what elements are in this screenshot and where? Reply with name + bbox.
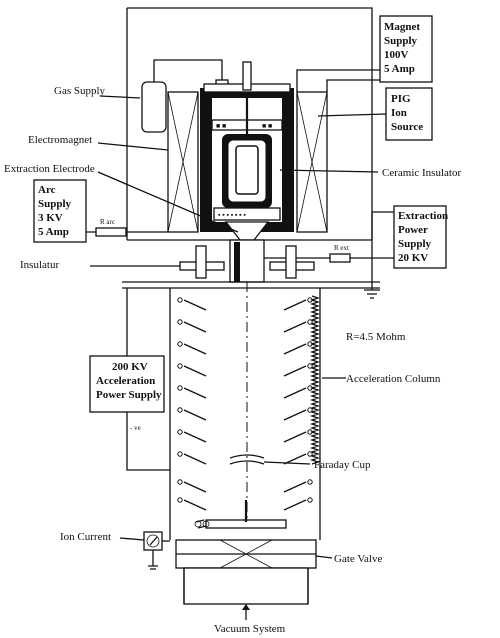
- magnet-supply-line3: 100V: [384, 49, 409, 61]
- ext-line3: Supply: [398, 238, 432, 250]
- extraction-supply-box: [393, 205, 447, 269]
- electrode-contact: [307, 319, 313, 325]
- magnet-supply-line4: 5 Amp: [384, 63, 415, 75]
- gate-valve-leader: [315, 555, 333, 559]
- column-electrode: [183, 343, 307, 355]
- pig-line2: Ion: [391, 107, 407, 119]
- electrode-contact: [177, 451, 183, 457]
- gas-feedthrough: [242, 61, 252, 91]
- column-electrode: [183, 499, 307, 511]
- column-electrode: [183, 453, 307, 465]
- gas-line: [153, 59, 223, 86]
- electrode-contact: [177, 363, 183, 369]
- svg-text:▪ ▪ ▪ ▪ ▪ ▪ ▪: ▪ ▪ ▪ ▪ ▪ ▪ ▪: [218, 211, 246, 219]
- arc-line2: Supply: [38, 198, 72, 210]
- column-electrode: [183, 299, 307, 311]
- electrode-contact: [177, 297, 183, 303]
- minus-ve-label: - ve: [130, 424, 141, 432]
- ext-line4: 20 KV: [398, 252, 428, 264]
- extraction-electrode-leader: [97, 171, 239, 233]
- column-electrode: [183, 387, 307, 399]
- acc-column-label: Acceleration Column: [346, 373, 441, 385]
- electrode-contact: [177, 429, 183, 435]
- ion-current-label: Ion Current: [60, 531, 111, 543]
- r-arc-resistor: [95, 227, 127, 237]
- electrode-contact: [177, 341, 183, 347]
- ceramic-leader: [279, 169, 379, 173]
- pig-line1: PIG: [391, 93, 411, 105]
- extraction-wires: [262, 211, 394, 290]
- magnet-supply-wires: [296, 69, 380, 92]
- meter-ground: [148, 550, 158, 570]
- electrode-contact: [307, 363, 313, 369]
- electrode-contact: [177, 385, 183, 391]
- column-walls: [169, 288, 321, 526]
- svg-text:■ ■: ■ ■: [216, 122, 226, 130]
- magnet-supply-line2: Supply: [384, 35, 418, 47]
- electrode-contact: [307, 407, 313, 413]
- acc-line2: Acceleration: [96, 375, 155, 387]
- column-electrode: [183, 481, 307, 493]
- left-insulator-post: [195, 245, 207, 279]
- electrode-contact: [307, 497, 313, 503]
- right-insulator-post: [285, 245, 297, 279]
- r-arc-label: R arc: [100, 218, 115, 226]
- pig-line3: Source: [391, 121, 423, 133]
- electrode-contact: [177, 479, 183, 485]
- column-electrode: [183, 321, 307, 333]
- acceleration-supply-box: [89, 355, 165, 413]
- gas-supply-label: Gas Supply: [54, 85, 106, 97]
- column-electrode: [183, 409, 307, 421]
- insulator-label: Insulatur: [20, 259, 59, 271]
- faraday-leader: [263, 461, 311, 465]
- gas-supply-leader: [99, 95, 141, 99]
- ext-line2: Power: [398, 224, 428, 236]
- pig-source-box: [385, 87, 433, 141]
- extraction-electrode: [224, 221, 270, 241]
- electrode-contact: [177, 497, 183, 503]
- ground-symbol: [364, 289, 380, 299]
- arc-line4: 5 Amp: [38, 226, 69, 238]
- acc-line1: 200 KV: [112, 361, 148, 373]
- column-electrodes: [177, 297, 313, 511]
- faraday-cup: [229, 454, 265, 465]
- resistor-label: R=4.5 Mohm: [346, 331, 406, 343]
- faraday-label: Faraday Cup: [314, 459, 371, 471]
- electrode-contact: [177, 319, 183, 325]
- electromagnet-label: Electromagnet: [28, 134, 92, 146]
- vacuum-system-label: Vacuum System: [214, 623, 286, 635]
- electrode-contact: [307, 479, 313, 485]
- resistor-chain: [309, 295, 321, 465]
- vacuum-pipe: [183, 567, 309, 605]
- column-electrode: [183, 365, 307, 377]
- arc-line1: Arc: [38, 184, 56, 196]
- r-ext-label: R ext: [334, 244, 349, 252]
- ext-line1: Extraction: [398, 210, 448, 222]
- extraction-electrode-label: Extraction Electrode: [4, 163, 95, 175]
- ceramic-label: Ceramic Insulator: [382, 167, 461, 179]
- ion-source-shell: [200, 88, 294, 232]
- magnet-supply-line1: Magnet: [384, 21, 420, 33]
- electrode-contact: [177, 407, 183, 413]
- acc-line3: Power Supply: [96, 389, 162, 401]
- acceleration-wires: [126, 288, 170, 471]
- electromagnet-leader: [97, 142, 169, 151]
- arc-line3: 3 KV: [38, 212, 63, 224]
- electrode-contact: [307, 451, 313, 457]
- ion-current-leader: [119, 537, 145, 541]
- magnet-supply-box: [379, 15, 433, 83]
- source-bottom-plate: [213, 207, 281, 221]
- arc-supply-box: [33, 179, 87, 243]
- pig-leader: [317, 113, 387, 117]
- svg-text:■ ■: ■ ■: [262, 122, 272, 130]
- gas-bottle: [141, 81, 167, 133]
- column-electrode: [183, 431, 307, 443]
- r-ext-resistor: [329, 253, 351, 263]
- gate-valve-label: Gate Valve: [334, 553, 382, 565]
